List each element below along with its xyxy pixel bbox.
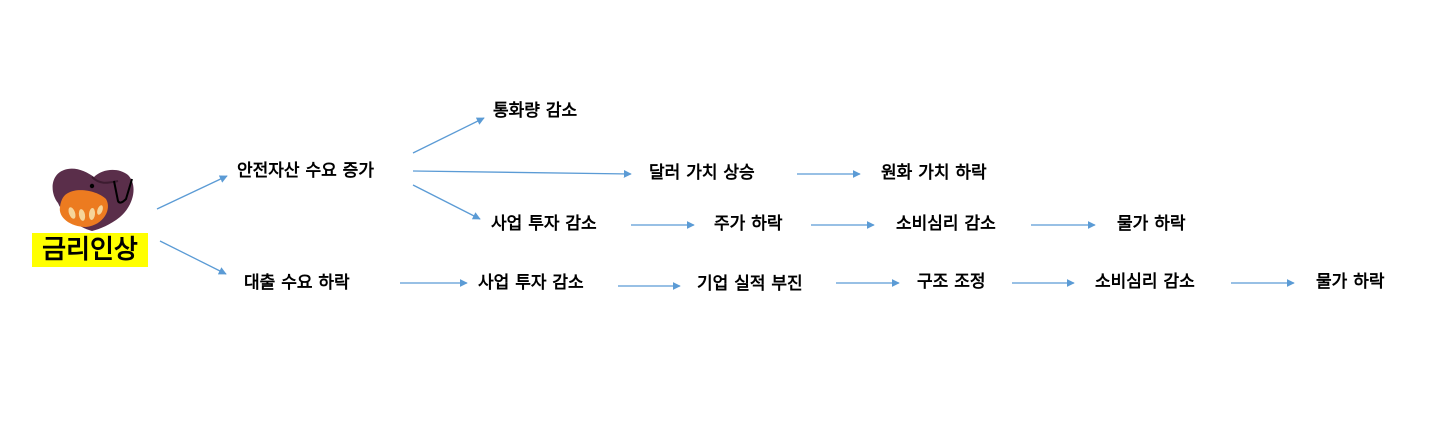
node-safe-asset-demand: 안전자산 수요 증가 [237,161,374,181]
root-node-rate-hike: 금리인상 [32,233,148,267]
node-consumer-sentiment-decrease-2: 소비심리 감소 [1095,272,1195,292]
node-business-investment-decrease-2: 사업 투자 감소 [478,273,584,293]
arrow-safe-assets-to-dollar [412,169,632,178]
node-business-investment-decrease-1: 사업 투자 감소 [491,214,597,234]
arrow-root-to-safe-assets [156,175,228,210]
node-stock-price-fall: 주가 하락 [714,214,783,234]
node-price-level-fall-2: 물가 하락 [1316,272,1385,292]
arrow-root-to-loan-demand [159,240,227,275]
node-money-supply-decrease: 통화량 감소 [493,101,578,121]
node-won-value-fall: 원화 가치 하락 [881,163,987,183]
node-corporate-earnings-slump: 기업 실적 부진 [697,274,803,294]
node-consumer-sentiment-decrease-1: 소비심리 감소 [896,214,996,234]
node-restructuring: 구조 조정 [917,272,986,292]
arrow-safe-assets-to-money-supply [412,117,485,154]
node-dollar-value-rise: 달러 가치 상승 [649,163,755,183]
node-loan-demand-decrease: 대출 수요 하락 [244,273,350,293]
node-price-level-fall-1: 물가 하락 [1117,214,1186,234]
arrow-safe-assets-to-investment [412,184,481,220]
rate-hike-illustration [52,168,134,231]
